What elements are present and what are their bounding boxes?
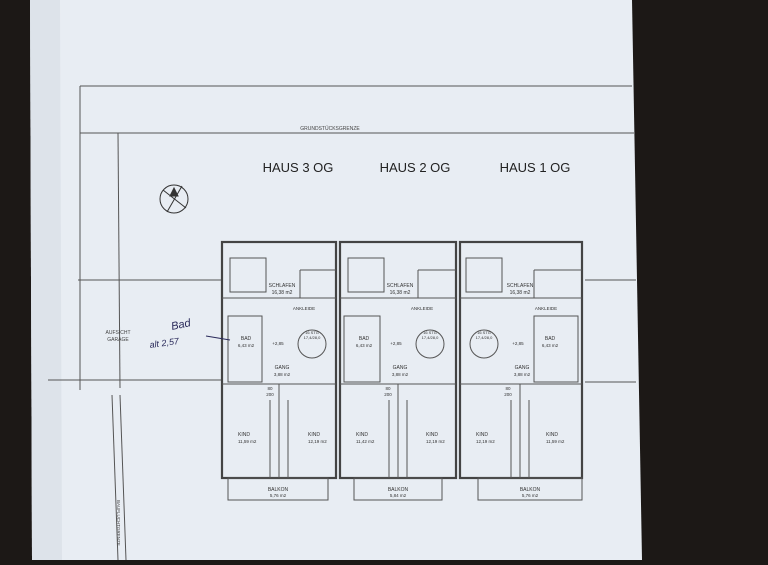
balkon-label: BALKON [520,487,541,493]
door-width: 80 [267,386,273,391]
stairs-label: 16 STG [477,330,491,335]
kind-right-label: KIND [426,432,438,438]
garage-label-1: AUFSICHT [106,330,131,336]
house-2-title: HAUS 2 OG [380,160,451,175]
door-height: 200 [384,392,392,397]
schlafen-label: SCHLAFEN [387,283,414,289]
level-label: +2,85 [390,341,402,346]
level-label: +2,85 [272,341,284,346]
balkon-area: 5,76 m2 [270,493,287,498]
gang-label: GANG [275,365,290,371]
bad-area: 6,43 m2 [356,343,373,348]
kind-left-label: KIND [476,432,488,438]
schlafen-area: 16,38 m2 [390,290,411,296]
balkon-label: BALKON [388,487,409,493]
paper-shade [30,0,62,560]
interior-lines [222,257,583,501]
kind-left-area: 11,42 m2 [356,439,375,444]
handwriting-line-2: alt 2,57 [149,336,181,350]
gang-label: GANG [393,365,408,371]
bad-area: 6,43 m2 [542,343,559,348]
stairs-ratio: 17,4/28,0 [304,335,321,340]
kind-left-area: 12,19 m2 [476,439,495,444]
north-arrow-icon [159,184,189,214]
bad-label: BAD [359,336,370,342]
boundary-label: GRUNDSTÜCKSGRENZE [300,125,360,132]
handwritten-note: Bad alt 2,57 [149,317,231,350]
gang-area: 3,88 m2 [514,372,531,377]
bad-label: BAD [545,336,556,342]
gang-area: 3,88 m2 [392,372,409,377]
door-width: 80 [505,386,511,391]
schlafen-label: SCHLAFEN [269,283,296,289]
schlafen-label: SCHLAFEN [507,283,534,289]
house-1-title: HAUS 1 OG [500,160,571,175]
bad-area: 6,43 m2 [238,343,255,348]
door-height: 200 [504,392,512,397]
house-3-title: HAUS 3 OG [263,160,334,175]
gang-area: 3,88 m2 [274,372,291,377]
level-label: +2,85 [512,341,524,346]
garage-label-2: GARAGE [107,337,129,343]
balkon-area: 5,76 m2 [522,493,539,498]
stairs-label: 16 STG [423,330,437,335]
bad-label: BAD [241,336,252,342]
kind-right-area: 12,19 m2 [308,439,327,444]
stairs-ratio: 17,4/28,0 [422,335,439,340]
kind-left-label: KIND [238,432,250,438]
door-height: 200 [266,392,274,397]
kind-left-label: KIND [356,432,368,438]
balkon-label: BALKON [268,487,289,493]
side-boundary-label: BAUFLUCHTGRENZE [116,500,121,546]
ankleide-label: ANKLEIDE [411,306,433,311]
kind-left-area: 11,59 m2 [238,439,257,444]
site-lines [48,85,636,561]
stairs-ratio: 17,4/28,0 [476,335,493,340]
schlafen-area: 16,38 m2 [510,290,531,296]
kind-right-label: KIND [308,432,320,438]
handwriting-line-1: Bad [170,317,193,333]
door-width: 80 [385,386,391,391]
gang-label: GANG [515,365,530,371]
stairs-label: 16 STG [305,330,319,335]
balkon-area: 5,84 m2 [390,493,407,498]
kind-right-label: KIND [546,432,558,438]
ankleide-label: ANKLEIDE [535,306,557,311]
kind-right-area: 11,59 m2 [546,439,565,444]
ankleide-label: ANKLEIDE [293,306,315,311]
kind-right-area: 12,19 m2 [426,439,445,444]
schlafen-area: 16,38 m2 [272,290,293,296]
